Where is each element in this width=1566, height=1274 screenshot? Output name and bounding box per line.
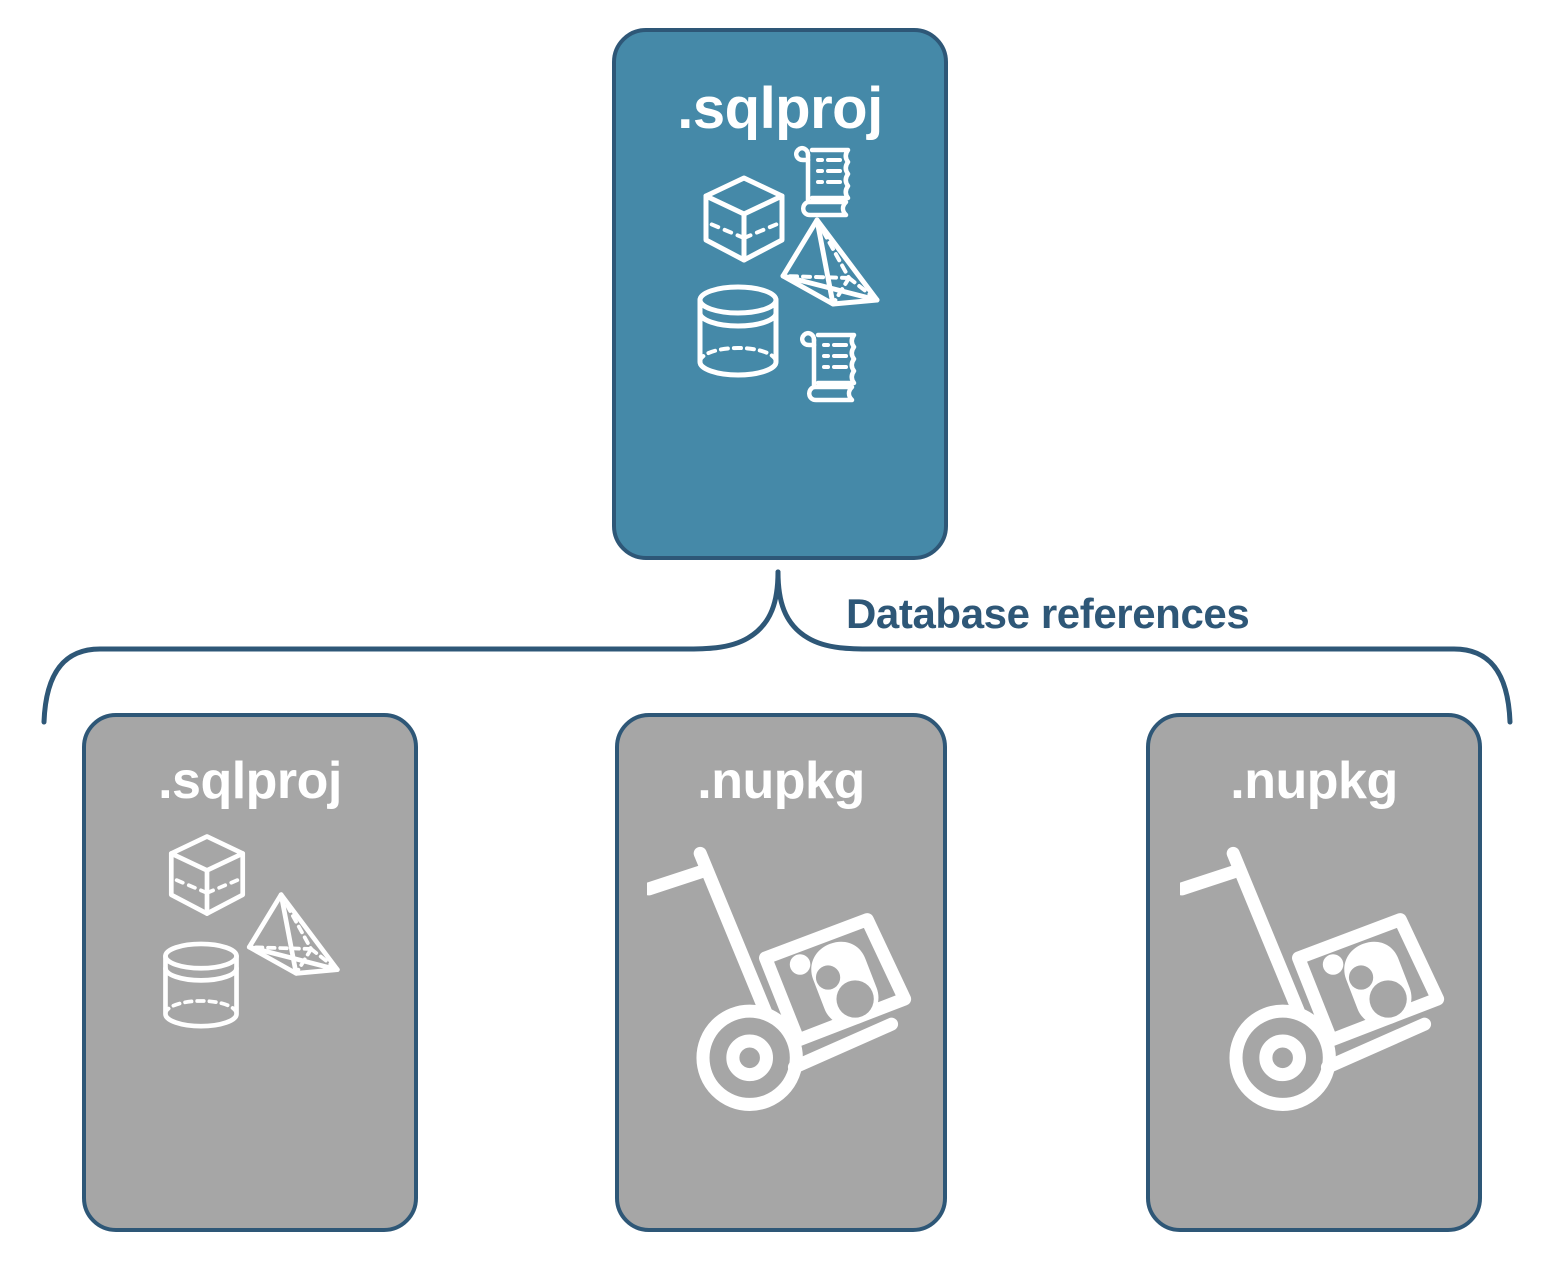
scroll-icon — [799, 330, 857, 403]
child-icon-group-nupkg-2 — [1150, 807, 1478, 1228]
hand-truck-package-icon — [647, 846, 912, 1111]
cube-icon — [168, 834, 246, 916]
child-node-label-nupkg-1: .nupkg — [697, 752, 865, 810]
parent-node-sqlproj[interactable]: .sqlproj — [612, 28, 948, 560]
child-icon-group-nupkg-1 — [619, 807, 943, 1228]
scroll-icon — [793, 145, 851, 218]
cylinder-icon — [697, 284, 779, 378]
parent-node-label: .sqlproj — [677, 76, 883, 141]
brace-label-database-references: Database references — [846, 590, 1250, 637]
parent-icon-group — [616, 138, 944, 556]
hand-truck-package-icon — [1180, 846, 1445, 1111]
cylinder-icon — [163, 941, 239, 1029]
pyramid-icon — [780, 217, 880, 307]
child-node-label-sqlproj: .sqlproj — [158, 752, 342, 810]
cube-icon — [703, 175, 785, 263]
pyramid-icon — [246, 892, 340, 976]
child-node-nupkg-1[interactable]: .nupkg — [615, 713, 947, 1232]
child-node-sqlproj[interactable]: .sqlproj — [82, 713, 418, 1232]
child-node-label-nupkg-2: .nupkg — [1230, 752, 1398, 810]
child-icon-group-sqlproj — [86, 807, 414, 1228]
child-node-nupkg-2[interactable]: .nupkg — [1146, 713, 1482, 1232]
